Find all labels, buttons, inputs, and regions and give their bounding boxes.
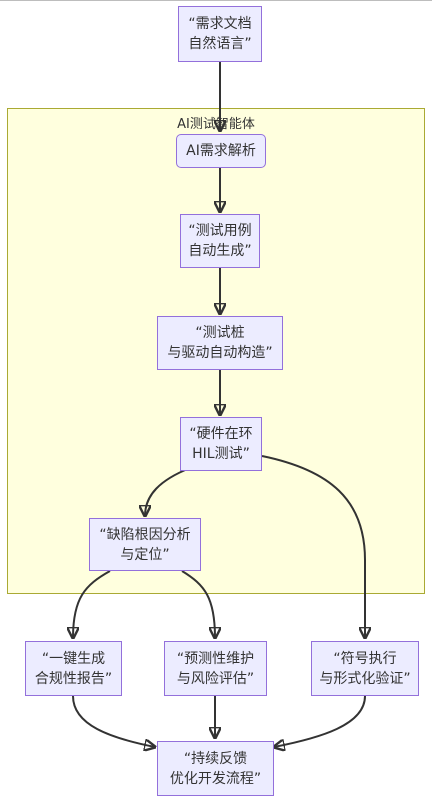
node-text-line: “符号执行 xyxy=(333,650,397,667)
edge-symbolic-to-feedback xyxy=(274,695,366,747)
edge-compliance-to-feedback xyxy=(72,695,155,747)
node-compliance-report: “一键生成 合规性报告” xyxy=(25,641,122,696)
node-text-line: 与驱动自动构造” xyxy=(167,345,273,361)
node-text-line: HIL测试” xyxy=(192,446,250,462)
node-text-line: “持续反馈 xyxy=(183,750,248,767)
node-text-line: 与风险评估” xyxy=(176,670,255,687)
edge-hil-to-symbolic xyxy=(261,455,365,638)
node-text-line: “预测性维护 xyxy=(176,650,255,667)
node-defect-analysis: “缺陷根因分析 与定位” xyxy=(89,518,201,571)
edge-defect-to-predict xyxy=(181,570,215,638)
node-text-line: “一键生成 xyxy=(41,650,106,667)
node-predictive-maintenance: “预测性维护 与风险评估” xyxy=(164,641,267,696)
node-text-line: 合规性报告” xyxy=(34,670,113,687)
node-text-line: “测试桩 xyxy=(195,325,245,341)
node-text-line: 自动生成” xyxy=(188,243,252,259)
node-text-line: 与形式化验证” xyxy=(319,670,411,687)
node-text-line: “硬件在环 xyxy=(189,426,253,442)
edge-hil-to-defect xyxy=(145,467,191,516)
node-stub-build: “测试桩 与驱动自动构造” xyxy=(157,316,283,370)
node-text-line: 自然语言” xyxy=(188,36,252,52)
node-continuous-feedback: “持续反馈 优化开发流程” xyxy=(157,741,274,796)
node-test-case-gen: “测试用例 自动生成” xyxy=(180,214,260,268)
node-requirements-doc: “需求文档 自然语言” xyxy=(178,6,262,62)
node-text-line: 与定位” xyxy=(120,546,170,563)
node-text-line: 优化开发流程” xyxy=(169,770,262,787)
top-border xyxy=(0,0,432,1)
node-text-line: AI需求解析 xyxy=(186,143,256,159)
node-ai-parse: AI需求解析 xyxy=(176,134,266,168)
node-text-line: “缺陷根因分析 xyxy=(99,526,191,543)
node-hil-test: “硬件在环 HIL测试” xyxy=(180,417,262,471)
node-text-line: “需求文档 xyxy=(188,16,252,32)
node-text-line: “测试用例 xyxy=(188,223,252,239)
node-symbolic-execution: “符号执行 与形式化验证” xyxy=(311,641,419,696)
edge-defect-to-compliance xyxy=(73,570,111,638)
